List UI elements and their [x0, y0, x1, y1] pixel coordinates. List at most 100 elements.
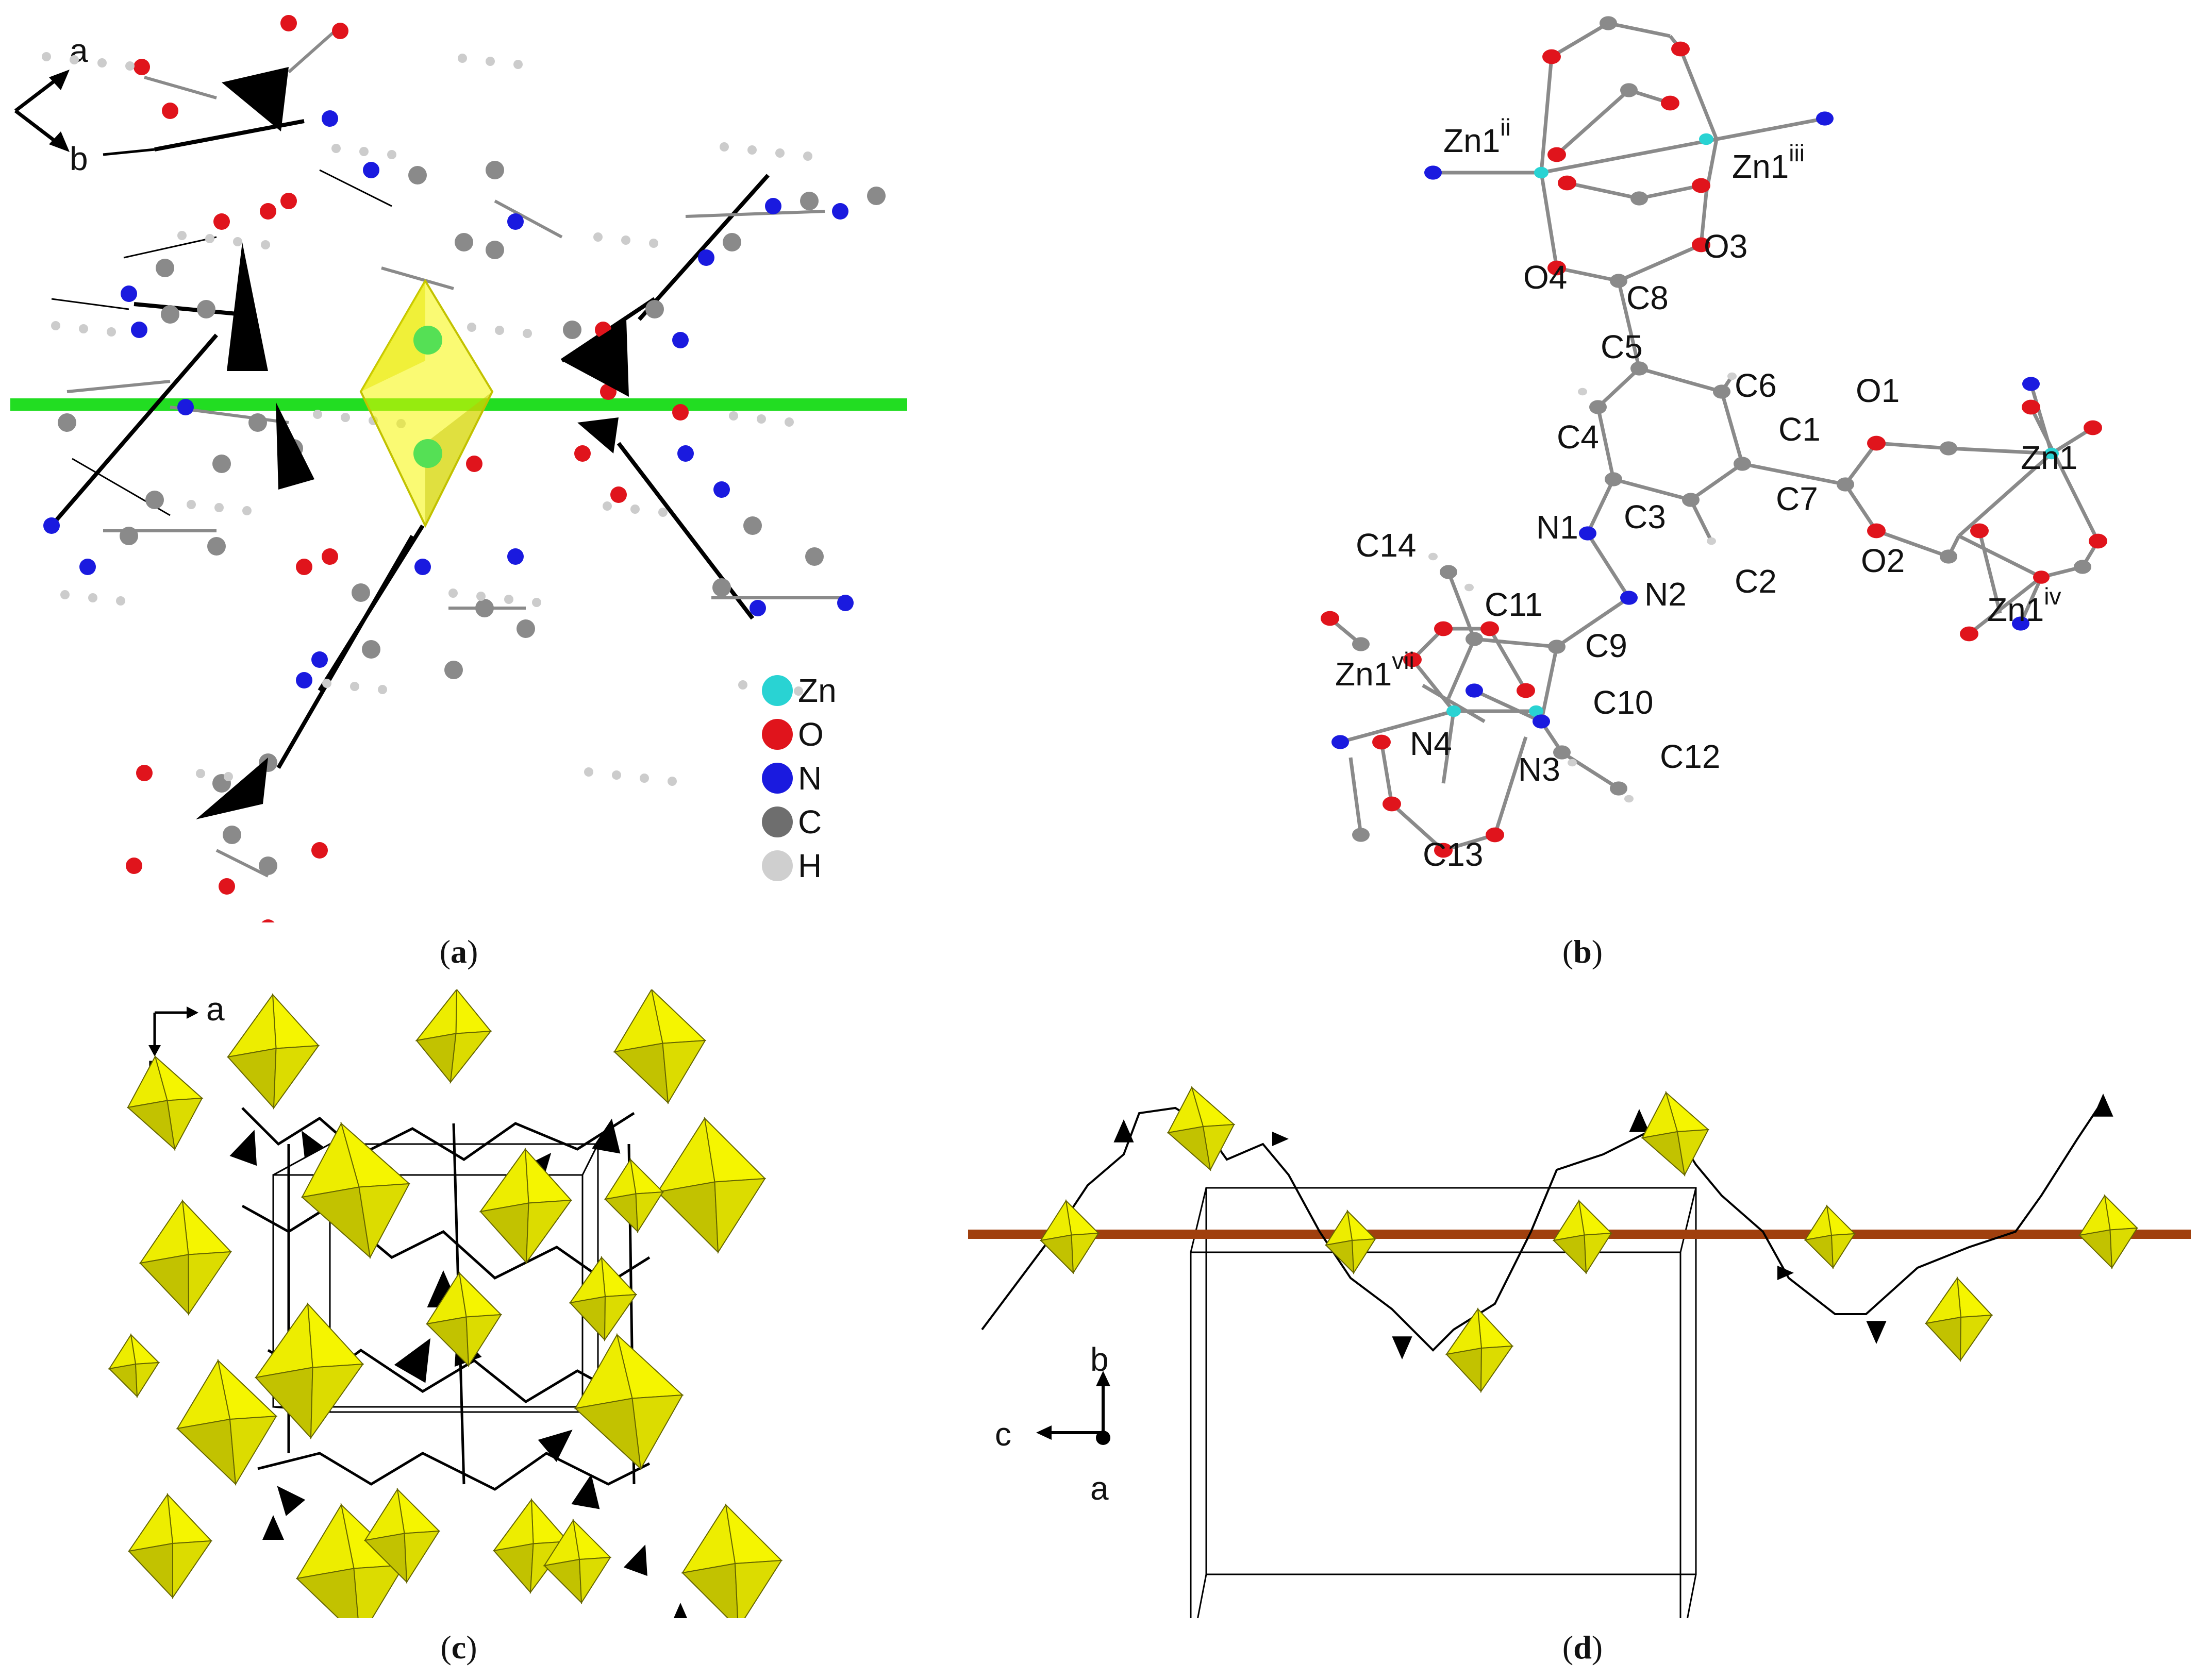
atom-c — [1940, 549, 1957, 564]
carboxylate-tetrahedron — [2093, 1094, 2113, 1117]
bond — [1586, 532, 1630, 599]
atom-c — [408, 166, 427, 184]
atom-c — [1610, 274, 1627, 288]
caption-d-letter: d — [1573, 1629, 1592, 1666]
atom-n — [713, 481, 730, 498]
zn-octahedron — [301, 1122, 411, 1259]
atom-c — [352, 583, 370, 602]
atom-c — [223, 826, 241, 844]
face — [1676, 1129, 1709, 1177]
legend-h: H — [798, 847, 822, 884]
atom-zn — [2044, 447, 2059, 460]
zn-octahedron — [656, 1117, 767, 1254]
atom-c — [645, 300, 664, 318]
label-c10: C10 — [1593, 684, 1653, 721]
atom-h — [313, 410, 322, 419]
axis-b-label: b — [70, 140, 88, 177]
zn-octahedron — [363, 1488, 441, 1584]
atom-c — [362, 640, 380, 659]
face — [1272, 1132, 1289, 1146]
atom-c — [1466, 632, 1483, 646]
atom-o — [1383, 796, 1401, 812]
atom-o — [162, 103, 178, 119]
label-zn1: Zn1 — [2021, 439, 2077, 476]
carboxylate-tetrahedra — [196, 67, 629, 819]
atom-c — [161, 305, 179, 324]
atom-o — [1661, 95, 1679, 111]
face — [273, 1045, 320, 1110]
atom-n — [1533, 714, 1550, 729]
bond — [1689, 462, 1744, 501]
label-c2: C2 — [1735, 563, 1777, 600]
legend-o: O — [798, 716, 824, 753]
zn-polyhedron — [359, 279, 494, 528]
label-c9: C9 — [1585, 627, 1627, 664]
atom-o — [1434, 621, 1453, 636]
zn-octahedron — [415, 989, 492, 1084]
panel-d-helix: b c a — [968, 1085, 2191, 1618]
atom-h — [1568, 759, 1577, 767]
atom-c — [475, 599, 494, 617]
bond — [1957, 452, 2053, 537]
face — [127, 1493, 174, 1552]
label-c14: C14 — [1356, 527, 1416, 564]
atom-h — [378, 685, 387, 694]
face — [1392, 1336, 1412, 1359]
bond — [1474, 637, 1557, 649]
face — [574, 1398, 642, 1470]
bond — [1473, 688, 1542, 724]
atom-c — [1600, 16, 1617, 30]
face — [613, 1043, 669, 1104]
atom-n — [1816, 111, 1834, 126]
atom-c — [2074, 560, 2091, 574]
atom-h — [630, 505, 640, 514]
atom-zn — [1529, 705, 1543, 717]
face — [172, 1540, 212, 1600]
bond — [51, 298, 129, 310]
bond — [1567, 181, 1640, 200]
label-c11: C11 — [1485, 586, 1543, 623]
face — [1777, 1266, 1794, 1280]
face — [394, 1338, 430, 1383]
bond — [1488, 628, 1528, 692]
atom-h — [523, 329, 532, 338]
face — [578, 1556, 611, 1605]
atom-c — [212, 455, 231, 473]
atom-n — [43, 517, 60, 534]
helix-chain-d — [981, 1106, 2099, 1352]
bond — [1539, 172, 1559, 268]
face — [166, 1493, 213, 1544]
caption-b-open: ( — [1562, 933, 1574, 970]
bond — [1618, 243, 1702, 283]
atom-h — [60, 590, 70, 599]
atom-c — [444, 661, 463, 679]
label-c7: C7 — [1776, 480, 1818, 517]
face — [1584, 1232, 1612, 1275]
face — [479, 1202, 529, 1264]
panel-b: Zn1ii Zn1iii O3 O4 C8 C5 C6 C1 O1 Zn1 C4… — [1021, 0, 2198, 922]
panel-b-atom-labels: Zn1ii Zn1iii O3 O4 C8 C5 C6 C1 O1 Zn1 C4… — [1335, 114, 2077, 873]
atom-h — [668, 777, 677, 786]
atom-h — [458, 54, 467, 63]
face — [353, 1564, 405, 1618]
face — [301, 1186, 371, 1259]
d-axis-b-label: b — [1090, 1341, 1109, 1378]
panel-d-axis-indicator: b c a — [995, 1341, 1110, 1507]
atom-c — [486, 241, 504, 259]
face — [1351, 1238, 1376, 1275]
label-zn1-ii: Zn1ii — [1443, 114, 1511, 159]
bond — [66, 380, 171, 393]
zn-octahedron — [176, 1359, 278, 1486]
atom-c — [145, 491, 164, 509]
face — [681, 1503, 736, 1574]
element-legend: Zn O N C H — [762, 672, 837, 884]
label-zn1-iv: Zn1iv — [1987, 583, 2061, 628]
atom-n — [79, 559, 96, 575]
caption-c: (c) — [381, 1628, 536, 1667]
face — [465, 1314, 502, 1368]
face — [415, 1033, 457, 1084]
label-c6: C6 — [1735, 367, 1777, 404]
atom-c — [1734, 457, 1751, 471]
atom-n — [698, 249, 714, 266]
atom-n — [1620, 591, 1638, 605]
